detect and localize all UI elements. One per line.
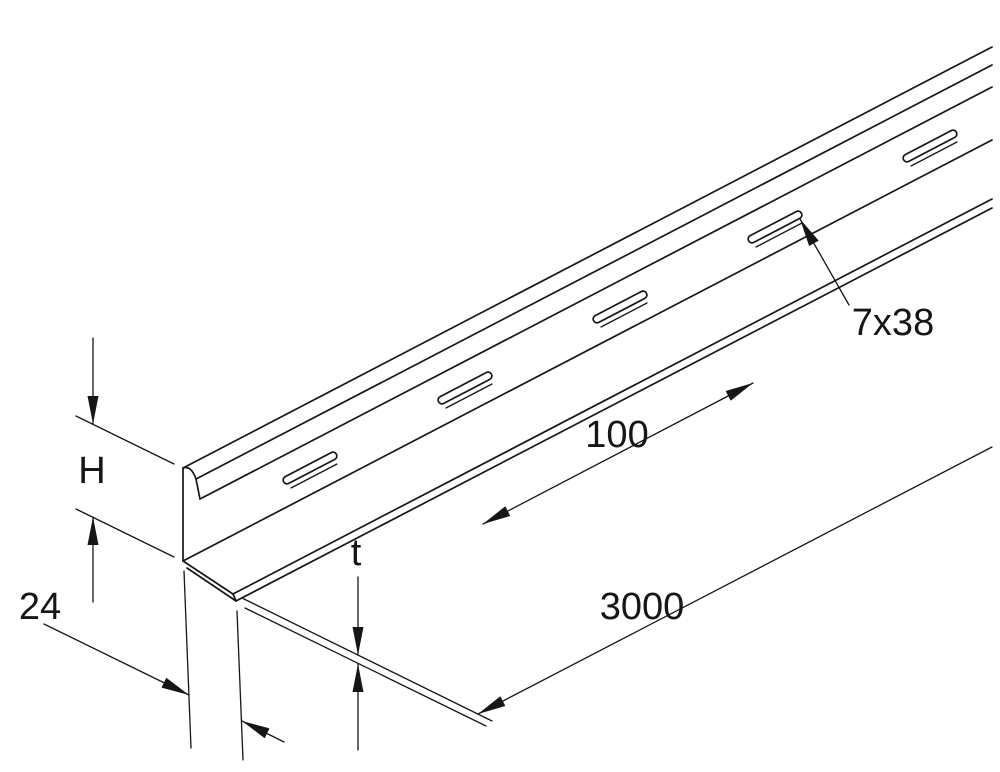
slot-inner	[594, 292, 646, 322]
extension-line	[183, 570, 192, 749]
slot-shadow	[755, 222, 803, 248]
dimension-label-slot-pitch: 100	[585, 414, 648, 456]
slot-shadow	[445, 383, 493, 409]
dimension-height: H	[75, 337, 175, 603]
end-flange-bottom	[186, 567, 237, 602]
arrowhead	[483, 506, 511, 524]
profile-drawing	[182, 46, 993, 602]
slot-inner	[284, 453, 336, 483]
profile-end-cap	[182, 466, 237, 602]
slot	[592, 290, 648, 328]
dimension-length: 3000	[477, 446, 993, 715]
slot	[747, 210, 803, 248]
dimension-line	[477, 446, 993, 715]
extension-line	[236, 610, 244, 761]
extension-line	[241, 597, 493, 722]
profile-top-back-edge	[182, 46, 993, 469]
slot	[282, 451, 338, 489]
slot-inner	[904, 131, 956, 161]
callout-slot-size: 7x38	[799, 218, 934, 344]
arrowhead	[161, 677, 189, 695]
end-hem-edge	[195, 478, 201, 500]
extension-line	[244, 607, 487, 727]
arrowhead	[87, 517, 99, 545]
extension-line	[75, 415, 175, 465]
slot-shadow	[290, 463, 338, 489]
dimension-label-depth: 24	[19, 586, 61, 628]
arrowhead	[725, 383, 753, 401]
dimension-depth: 24	[19, 570, 285, 761]
slot-shadow	[600, 302, 648, 328]
arrowhead	[800, 219, 819, 246]
slot-shadow	[910, 141, 958, 167]
extension-line	[75, 508, 175, 558]
dimension-label-slot-size: 7x38	[852, 302, 934, 344]
arrowhead	[478, 696, 506, 714]
end-flange-top	[182, 560, 234, 595]
profile-hem-bottom-edge	[199, 86, 993, 500]
slot-row	[282, 129, 958, 489]
arrowhead	[87, 396, 99, 424]
profile-flange-thickness-edge	[235, 207, 993, 602]
dimension-slot-pitch: 100	[482, 382, 754, 525]
slot	[902, 129, 958, 167]
dimension-line	[482, 382, 754, 525]
end-top-fold	[182, 466, 197, 480]
slot-inner	[439, 373, 491, 403]
dimension-thickness: t	[241, 532, 493, 751]
slot	[437, 371, 493, 409]
dimension-label-height: H	[78, 450, 105, 492]
profile-bend-line	[182, 139, 993, 562]
arrowhead	[352, 627, 364, 655]
arrowhead	[242, 721, 270, 739]
profile-hem-top-edge	[195, 64, 993, 480]
profile-flange-front-edge	[232, 198, 993, 595]
slot-inner	[749, 212, 801, 242]
arrowhead	[352, 664, 364, 692]
dimension-label-thickness: t	[351, 532, 362, 574]
dimension-label-length: 3000	[600, 586, 685, 628]
